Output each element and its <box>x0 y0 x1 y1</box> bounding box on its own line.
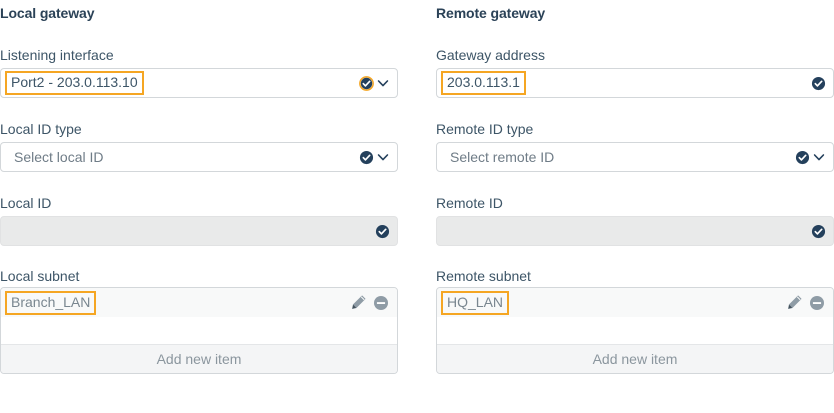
chevron-down-icon[interactable] <box>376 150 390 164</box>
listening-interface-label: Listening interface <box>0 47 114 63</box>
pencil-icon[interactable] <box>786 294 803 311</box>
remote-id-type-label: Remote ID type <box>436 121 534 137</box>
local-id-icons <box>375 217 390 245</box>
remote-id-input <box>436 216 834 246</box>
remote-subnet-add-new-item[interactable]: Add new item <box>437 345 833 373</box>
field-remote-subnet: Remote subnet HQ_LAN <box>436 267 834 374</box>
local-id-label: Local ID <box>0 195 52 211</box>
local-gateway-column: Local gateway Listening interface Port2 … <box>0 0 398 374</box>
list-item[interactable]: Branch_LAN <box>1 288 397 317</box>
local-id-type-icons <box>359 143 390 171</box>
remote-subnet-empty-row <box>437 317 833 345</box>
remote-id-label: Remote ID <box>436 195 503 211</box>
remote-subnet-item-icons <box>786 288 825 317</box>
remote-subnet-list: HQ_LAN <box>436 287 834 374</box>
listening-interface-value: Port2 - 203.0.113.10 <box>5 71 144 95</box>
check-circle-icon <box>811 76 826 91</box>
chevron-down-icon[interactable] <box>812 150 826 164</box>
local-subnet-empty-row <box>1 317 397 345</box>
gateway-address-value: 203.0.113.1 <box>441 71 526 95</box>
local-subnet-item-icons <box>350 288 389 317</box>
remote-subnet-label: Remote subnet <box>436 268 531 284</box>
gateway-address-input[interactable]: 203.0.113.1 <box>436 68 834 98</box>
check-circle-icon <box>359 75 374 91</box>
remote-id-type-select[interactable]: Select remote ID <box>436 142 834 172</box>
remove-circle-icon[interactable] <box>809 295 825 311</box>
local-id-type-value: Select local ID <box>14 149 104 165</box>
field-gateway-address: Gateway address 203.0.113.1 <box>436 46 834 98</box>
field-local-subnet: Local subnet Branch_LAN <box>0 267 398 374</box>
gateway-address-label: Gateway address <box>436 47 545 63</box>
remote-subnet-item-value: HQ_LAN <box>441 290 510 315</box>
remote-id-type-value: Select remote ID <box>450 149 555 165</box>
remote-id-type-icons <box>795 143 826 171</box>
remote-gateway-heading: Remote gateway <box>436 5 546 21</box>
check-circle-icon <box>811 224 826 239</box>
field-listening-interface: Listening interface Port2 - 203.0.113.10 <box>0 46 398 98</box>
local-subnet-list: Branch_LAN <box>0 287 398 374</box>
listening-interface-select[interactable]: Port2 - 203.0.113.10 <box>0 68 398 98</box>
remove-circle-icon[interactable] <box>373 295 389 311</box>
listening-interface-icons <box>359 69 390 97</box>
local-id-type-select[interactable]: Select local ID <box>0 142 398 172</box>
local-subnet-label: Local subnet <box>0 268 80 284</box>
remote-id-icons <box>811 217 826 245</box>
local-id-input <box>0 216 398 246</box>
gateway-address-icons <box>811 69 826 97</box>
chevron-down-icon[interactable] <box>376 76 390 90</box>
pencil-icon[interactable] <box>350 294 367 311</box>
local-id-type-label: Local ID type <box>0 121 82 137</box>
check-circle-icon <box>795 150 810 165</box>
list-item[interactable]: HQ_LAN <box>437 288 833 317</box>
remote-gateway-column: Remote gateway Gateway address 203.0.113… <box>436 0 834 374</box>
field-local-id: Local ID <box>0 194 398 246</box>
local-subnet-item-value: Branch_LAN <box>5 290 97 315</box>
field-remote-id: Remote ID <box>436 194 834 246</box>
check-circle-icon <box>375 224 390 239</box>
check-circle-icon <box>359 150 374 165</box>
field-remote-id-type: Remote ID type Select remote ID <box>436 120 834 172</box>
field-local-id-type: Local ID type Select local ID <box>0 120 398 172</box>
local-subnet-add-new-item[interactable]: Add new item <box>1 345 397 373</box>
local-gateway-heading: Local gateway <box>0 5 95 21</box>
